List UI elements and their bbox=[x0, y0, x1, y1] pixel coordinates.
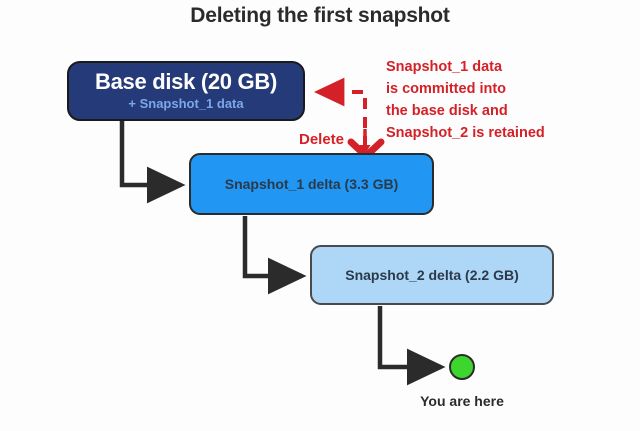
snapshot1-label: Snapshot_1 delta (3.3 GB) bbox=[224, 176, 399, 192]
commit-arrow-dashed bbox=[313, 77, 367, 147]
you-are-here-label: You are here bbox=[420, 393, 504, 409]
page-title: Deleting the first snapshot bbox=[190, 4, 450, 27]
base-disk-subtitle: + Snapshot_1 data bbox=[128, 96, 244, 111]
annotation-line-3: the base disk and bbox=[386, 103, 508, 119]
annotation-line-2: is committed into bbox=[386, 81, 507, 97]
node-snapshot2-delta[interactable]: Snapshot_2 delta (2.2 GB) bbox=[310, 245, 554, 305]
connector-base-to-snapshot1 bbox=[119, 121, 186, 204]
node-snapshot1-delta[interactable]: Snapshot_1 delta (3.3 GB) bbox=[189, 153, 434, 215]
base-disk-title: Base disk (20 GB) bbox=[95, 69, 277, 94]
annotation-line-4: Snapshot_2 is retained bbox=[386, 125, 545, 141]
snapshot2-label: Snapshot_2 delta (2.2 GB) bbox=[345, 267, 519, 283]
delete-down-arrowhead bbox=[359, 145, 371, 154]
node-base-disk[interactable]: Base disk (20 GB) + Snapshot_1 data bbox=[67, 61, 305, 121]
annotation-line-1: Snapshot_1 data bbox=[386, 59, 503, 75]
connector-snapshot2-to-marker bbox=[377, 306, 446, 386]
connector-snapshot1-to-snapshot2 bbox=[242, 216, 307, 295]
delete-label: Delete bbox=[299, 131, 345, 148]
current-position-dot-icon bbox=[449, 354, 475, 380]
commit-annotation: Snapshot_1 data is committed into the ba… bbox=[386, 56, 636, 144]
